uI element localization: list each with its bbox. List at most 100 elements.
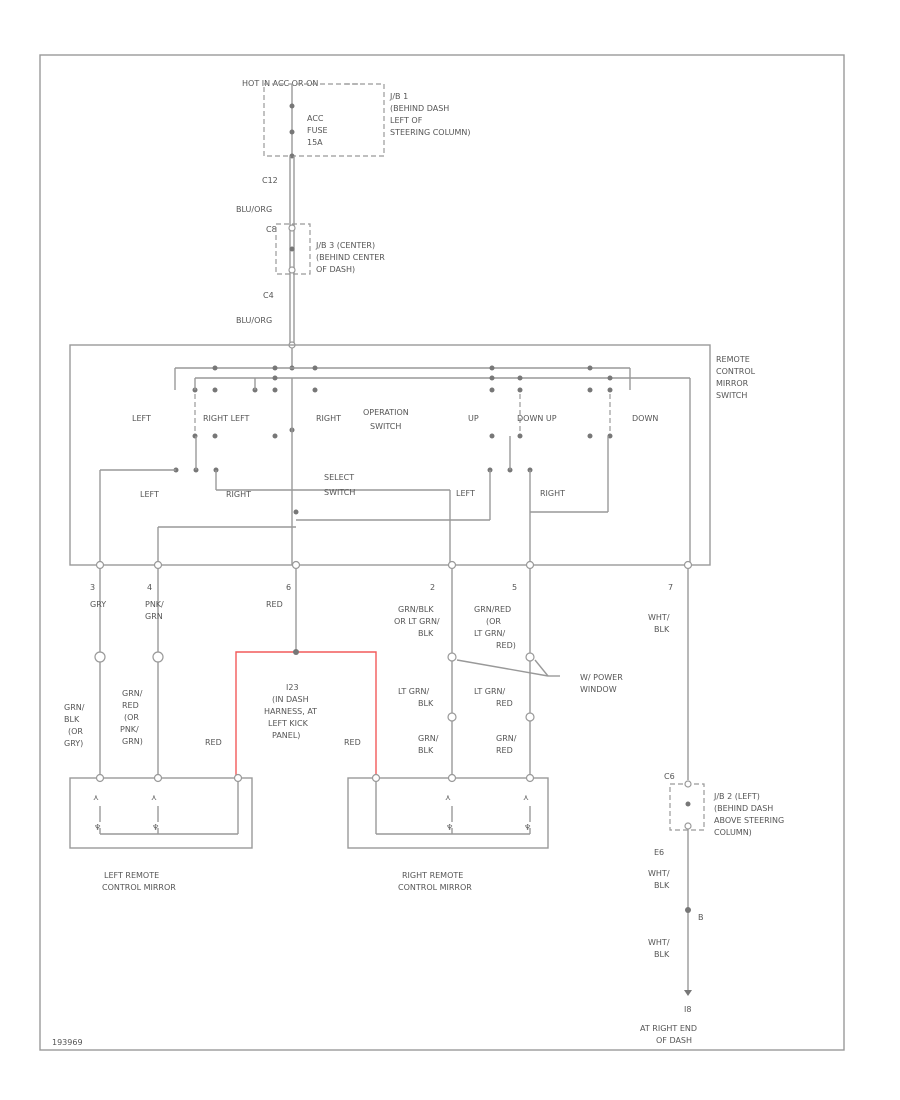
svg-text:GRY): GRY) bbox=[64, 739, 83, 748]
wire-grn-red-top-label: GRN/RED (OR LT GRN/ RED) bbox=[474, 605, 516, 650]
svg-text:WHT/: WHT/ bbox=[648, 869, 670, 878]
svg-text:RED: RED bbox=[496, 699, 513, 708]
svg-text:FUSE: FUSE bbox=[307, 126, 328, 135]
svg-text:LT GRN/: LT GRN/ bbox=[474, 629, 506, 638]
switch-label: REMOTE CONTROL MIRROR SWITCH bbox=[716, 355, 756, 400]
svg-text:BLK: BLK bbox=[418, 629, 434, 638]
red-wire-split bbox=[235, 651, 377, 775]
svg-text:WHT/: WHT/ bbox=[648, 938, 670, 947]
op-right-left-label: RIGHT LEFT bbox=[203, 414, 250, 423]
svg-text:LEFT REMOTE: LEFT REMOTE bbox=[104, 871, 159, 880]
pin-7: 7 bbox=[668, 583, 673, 592]
svg-text:COLUMN): COLUMN) bbox=[714, 828, 752, 837]
svg-text:LEFT KICK: LEFT KICK bbox=[268, 719, 309, 728]
op-down-label: DOWN bbox=[632, 414, 658, 423]
wire-red-top-label: RED bbox=[266, 600, 283, 609]
svg-text:LT GRN/: LT GRN/ bbox=[398, 687, 430, 696]
red-left-label: RED bbox=[205, 738, 222, 747]
sel-right-a-label: RIGHT bbox=[226, 490, 251, 499]
grn-blk-bottom-label: GRN/ BLK bbox=[418, 734, 439, 755]
svg-text:⋏: ⋏ bbox=[151, 793, 157, 802]
svg-text:CONTROL MIRROR: CONTROL MIRROR bbox=[102, 883, 176, 892]
svg-text:HARNESS, AT: HARNESS, AT bbox=[264, 707, 317, 716]
svg-text:SWITCH: SWITCH bbox=[716, 391, 747, 400]
jb2-label: J/B 2 (LEFT) (BEHIND DASH ABOVE STEERING… bbox=[713, 792, 784, 837]
switch-connector-pins bbox=[95, 560, 693, 570]
svg-text:PNK/: PNK/ bbox=[145, 600, 164, 609]
pin-4: 4 bbox=[147, 583, 152, 592]
c8-label: C8 bbox=[266, 225, 277, 234]
jb3-box bbox=[275, 223, 311, 275]
wire-grn-red-left-label: GRN/ RED (OR PNK/ GRN) bbox=[120, 689, 143, 746]
pin-2: 2 bbox=[430, 583, 435, 592]
splice-b-label: B bbox=[698, 913, 704, 922]
svg-text:(BEHIND DASH: (BEHIND DASH bbox=[714, 804, 773, 813]
wht-blk-low-label: WHT/ BLK bbox=[648, 938, 670, 959]
motor-icon: ♆ bbox=[94, 823, 101, 832]
remote-control-mirror-switch bbox=[69, 344, 711, 566]
op-down-up-label: DOWN UP bbox=[517, 414, 557, 423]
svg-text:BLK: BLK bbox=[64, 715, 80, 724]
svg-text:LT GRN/: LT GRN/ bbox=[474, 687, 506, 696]
svg-text:OR LT GRN/: OR LT GRN/ bbox=[394, 617, 440, 626]
svg-text:GRN/: GRN/ bbox=[418, 734, 439, 743]
diagram-frame bbox=[39, 54, 845, 1051]
operation-switch-contacts bbox=[192, 378, 613, 565]
power-window-label: W/ POWER WINDOW bbox=[580, 673, 623, 694]
wire-grn-blk-top-label: GRN/BLK OR LT GRN/ BLK bbox=[394, 605, 440, 638]
svg-text:J/B 3 (CENTER): J/B 3 (CENTER) bbox=[315, 241, 375, 250]
wht-blk-mid-label: WHT/ BLK bbox=[648, 869, 670, 890]
lt-grn-blk-label: LT GRN/ BLK bbox=[398, 687, 434, 708]
svg-text:BLK: BLK bbox=[654, 625, 670, 634]
jb1-box bbox=[263, 83, 385, 157]
svg-text:ABOVE STEERING: ABOVE STEERING bbox=[714, 816, 784, 825]
pin-5: 5 bbox=[512, 583, 517, 592]
sel-left-b-label: LEFT bbox=[456, 489, 475, 498]
svg-text:GRN/RED: GRN/RED bbox=[474, 605, 511, 614]
op-right-label: RIGHT bbox=[316, 414, 341, 423]
svg-text:OF DASH: OF DASH bbox=[656, 1036, 692, 1045]
svg-text:(OR: (OR bbox=[124, 713, 139, 722]
sel-left-label: LEFT bbox=[140, 490, 159, 499]
svg-text:GRN: GRN bbox=[145, 612, 163, 621]
svg-text:BLK: BLK bbox=[654, 950, 670, 959]
svg-text:(OR: (OR bbox=[68, 727, 83, 736]
svg-text:W/ POWER: W/ POWER bbox=[580, 673, 623, 682]
right-mirror-label: RIGHT REMOTE CONTROL MIRROR bbox=[398, 871, 472, 892]
motor-icon: ♆ bbox=[152, 823, 159, 832]
splice-b bbox=[685, 907, 691, 913]
right-remote-control-mirror: ⋏ ⋏ ♆ ♆ bbox=[347, 773, 549, 849]
svg-text:AT RIGHT END: AT RIGHT END bbox=[640, 1024, 697, 1033]
svg-text:⋏: ⋏ bbox=[93, 793, 99, 802]
svg-text:BLK: BLK bbox=[654, 881, 670, 890]
c4-label: C4 bbox=[263, 291, 274, 300]
ground-icon bbox=[684, 990, 692, 996]
svg-text:CONTROL MIRROR: CONTROL MIRROR bbox=[398, 883, 472, 892]
svg-text:RED: RED bbox=[122, 701, 139, 710]
svg-text:RED): RED) bbox=[496, 641, 516, 650]
op-up-label: UP bbox=[468, 414, 479, 423]
c12-label: C12 bbox=[262, 176, 278, 185]
splice-i23 bbox=[293, 649, 299, 655]
fuse-label: ACC FUSE 15A bbox=[307, 114, 328, 147]
c6-label: C6 bbox=[664, 772, 675, 781]
svg-text:ACC: ACC bbox=[307, 114, 324, 123]
red-right-label: RED bbox=[344, 738, 361, 747]
jb1-label: J/B 1 (BEHIND DASH LEFT OF STEERING COLU… bbox=[389, 92, 471, 137]
svg-text:GRN/: GRN/ bbox=[64, 703, 85, 712]
svg-text:BLK: BLK bbox=[418, 746, 434, 755]
svg-text:(BEHIND CENTER: (BEHIND CENTER bbox=[316, 253, 385, 262]
grn-red-bottom-label: GRN/ RED bbox=[496, 734, 517, 755]
motor-icon: ♆ bbox=[524, 823, 531, 832]
operation-switch-label: OPERATION SWITCH bbox=[363, 408, 409, 431]
fuse-symbol bbox=[289, 129, 295, 135]
ground-id: I8 bbox=[684, 1005, 691, 1014]
wire-gry-label: GRY bbox=[90, 600, 106, 609]
svg-text:⋏: ⋏ bbox=[445, 793, 451, 802]
svg-text:BLK: BLK bbox=[418, 699, 434, 708]
svg-text:(IN DASH: (IN DASH bbox=[272, 695, 309, 704]
left-mirror-label: LEFT REMOTE CONTROL MIRROR bbox=[102, 871, 176, 892]
svg-text:MIRROR: MIRROR bbox=[716, 379, 749, 388]
lt-grn-red-label: LT GRN/ RED bbox=[474, 687, 513, 708]
